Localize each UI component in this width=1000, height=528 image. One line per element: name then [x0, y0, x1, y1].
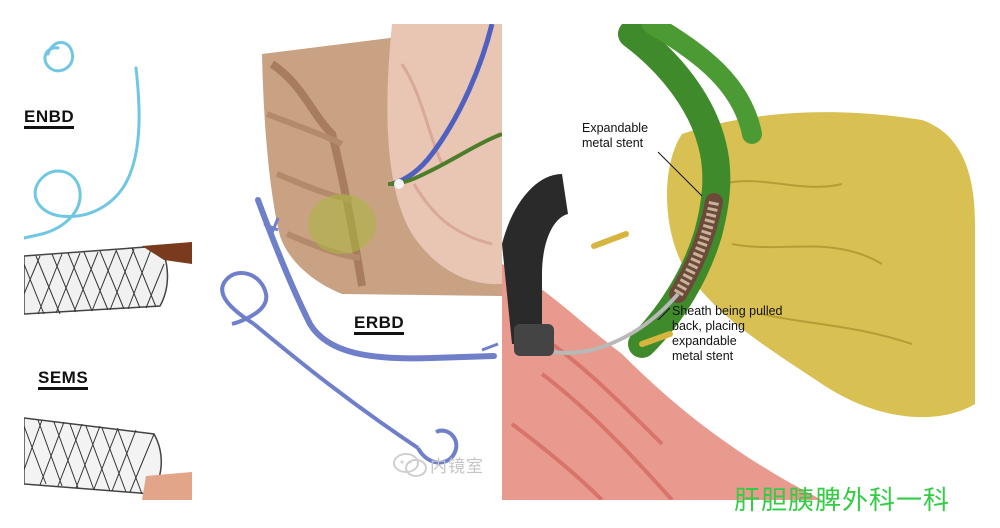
erbd-illustration [220, 24, 502, 465]
callout-sheath: Sheath being pulled back, placing expand… [672, 304, 783, 363]
panel-sems-placement: Expandable metal stent Sheath being pull… [502, 24, 975, 500]
panel-erbd: ERBD [192, 24, 502, 500]
enbd-catheter [24, 41, 141, 240]
pigtail-stent-lower [416, 428, 459, 465]
footer-caption: 肝胆胰脾外科一科 [734, 486, 951, 516]
endoscope [502, 174, 568, 344]
sems-label: SEMS [38, 369, 89, 390]
watermark-text: 内镜室 [430, 457, 484, 477]
wechat-icon [393, 453, 427, 477]
endoscopic-view [262, 24, 502, 296]
erbd-label: ERBD [354, 314, 405, 335]
duodenum-wall [502, 264, 822, 500]
sems-upper [24, 242, 192, 315]
erbd-stent-straight [255, 197, 497, 362]
pigtail-stent-upper [220, 270, 269, 326]
sems-placement-illustration [502, 24, 975, 500]
delivery-sheath [545, 292, 680, 355]
callout-metal-stent: Expandable metal stent [582, 121, 649, 150]
panel-enbd-sems: ENBD SEMS [24, 24, 192, 500]
enbd-label: ENBD [24, 108, 75, 129]
sems-lower [24, 417, 192, 500]
pancreas [667, 112, 975, 418]
enbd-sems-illustration [24, 41, 192, 500]
pigtail-stent-shaft [252, 322, 420, 450]
